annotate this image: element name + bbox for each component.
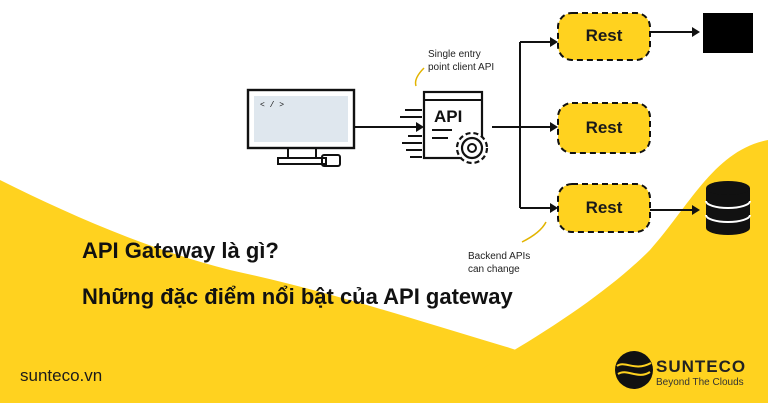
database-icon	[705, 181, 751, 235]
rest-service-box-3	[557, 183, 651, 233]
logo-brand-name: SUNTECO	[656, 357, 747, 376]
monitor-code-text: < / >	[260, 101, 284, 110]
arrowhead-rest1	[692, 27, 700, 37]
rest-service-box-2	[557, 102, 651, 154]
client-monitor-icon: < / >	[246, 88, 356, 167]
rest-service-box-1	[557, 12, 651, 61]
background-wave-right	[420, 140, 768, 403]
logo-tagline: Beyond The Clouds	[656, 377, 744, 388]
gear-icon	[455, 131, 489, 165]
page-subtitle: Những đặc điểm nổi bật của API gateway	[82, 284, 513, 309]
sunteco-logo-icon	[615, 351, 653, 389]
rest-service-label-3: Rest	[585, 198, 623, 217]
api-label-text: API	[434, 107, 462, 126]
arrowhead-rest3	[692, 205, 700, 215]
arrowhead-client-to-gateway	[416, 122, 424, 132]
annotation-entry-pointer	[414, 67, 425, 87]
annotation-single-entry-line1: Single entry	[428, 49, 481, 60]
annotation-backend-apis-line1: Backend APIs	[468, 251, 531, 262]
terminal-screen-icon	[703, 13, 753, 53]
annotation-backend-apis: Backend APIs can change	[468, 250, 530, 276]
background-wave-left	[0, 180, 600, 403]
connector-tree	[492, 37, 558, 213]
annotation-backend-pointer	[521, 221, 547, 243]
rest-service-label-1: Rest	[585, 26, 623, 45]
page-title: API Gateway là gì?	[82, 238, 279, 263]
rest-service-label-2: Rest	[585, 118, 623, 137]
api-gateway-icon: API	[400, 90, 489, 165]
website-url: sunteco.vn	[20, 366, 103, 385]
annotation-single-entry-line2: point client API	[428, 62, 495, 73]
annotation-backend-apis-line2: can change	[468, 264, 520, 275]
annotation-single-entry: Single entry point client API	[428, 48, 494, 74]
